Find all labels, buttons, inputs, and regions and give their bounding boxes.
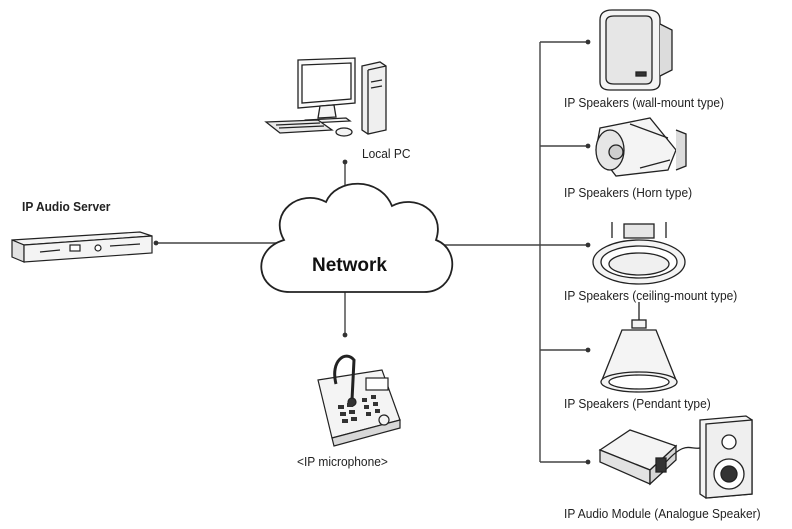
speaker-wall-mount-device xyxy=(599,9,673,91)
speaker-pendant-label: IP Speakers (Pendant type) xyxy=(564,396,711,411)
ip-audio-server-device xyxy=(11,231,153,263)
server-label: IP Audio Server xyxy=(22,199,111,214)
speaker-horn-device xyxy=(595,117,687,177)
connection-dots xyxy=(153,39,591,465)
audio-module-label: IP Audio Module (Analogue Speaker) xyxy=(564,506,761,521)
analogue-speaker-device xyxy=(699,415,753,499)
audio-module-device xyxy=(598,429,701,486)
speaker-wall-label: IP Speakers (wall-mount type) xyxy=(564,95,724,110)
local-pc-label: Local PC xyxy=(362,146,411,161)
speaker-pendant-device xyxy=(600,302,678,393)
network-label: Network xyxy=(312,255,387,276)
local-pc-device xyxy=(264,57,387,137)
speaker-ceiling-mount-device xyxy=(592,222,686,285)
ip-microphone-device xyxy=(317,354,401,447)
speaker-horn-label: IP Speakers (Horn type) xyxy=(564,185,693,200)
microphone-label: <IP microphone> xyxy=(297,454,388,469)
network-cloud xyxy=(260,182,454,293)
speaker-ceiling-label: IP Speakers (ceiling-mount type) xyxy=(564,288,738,303)
